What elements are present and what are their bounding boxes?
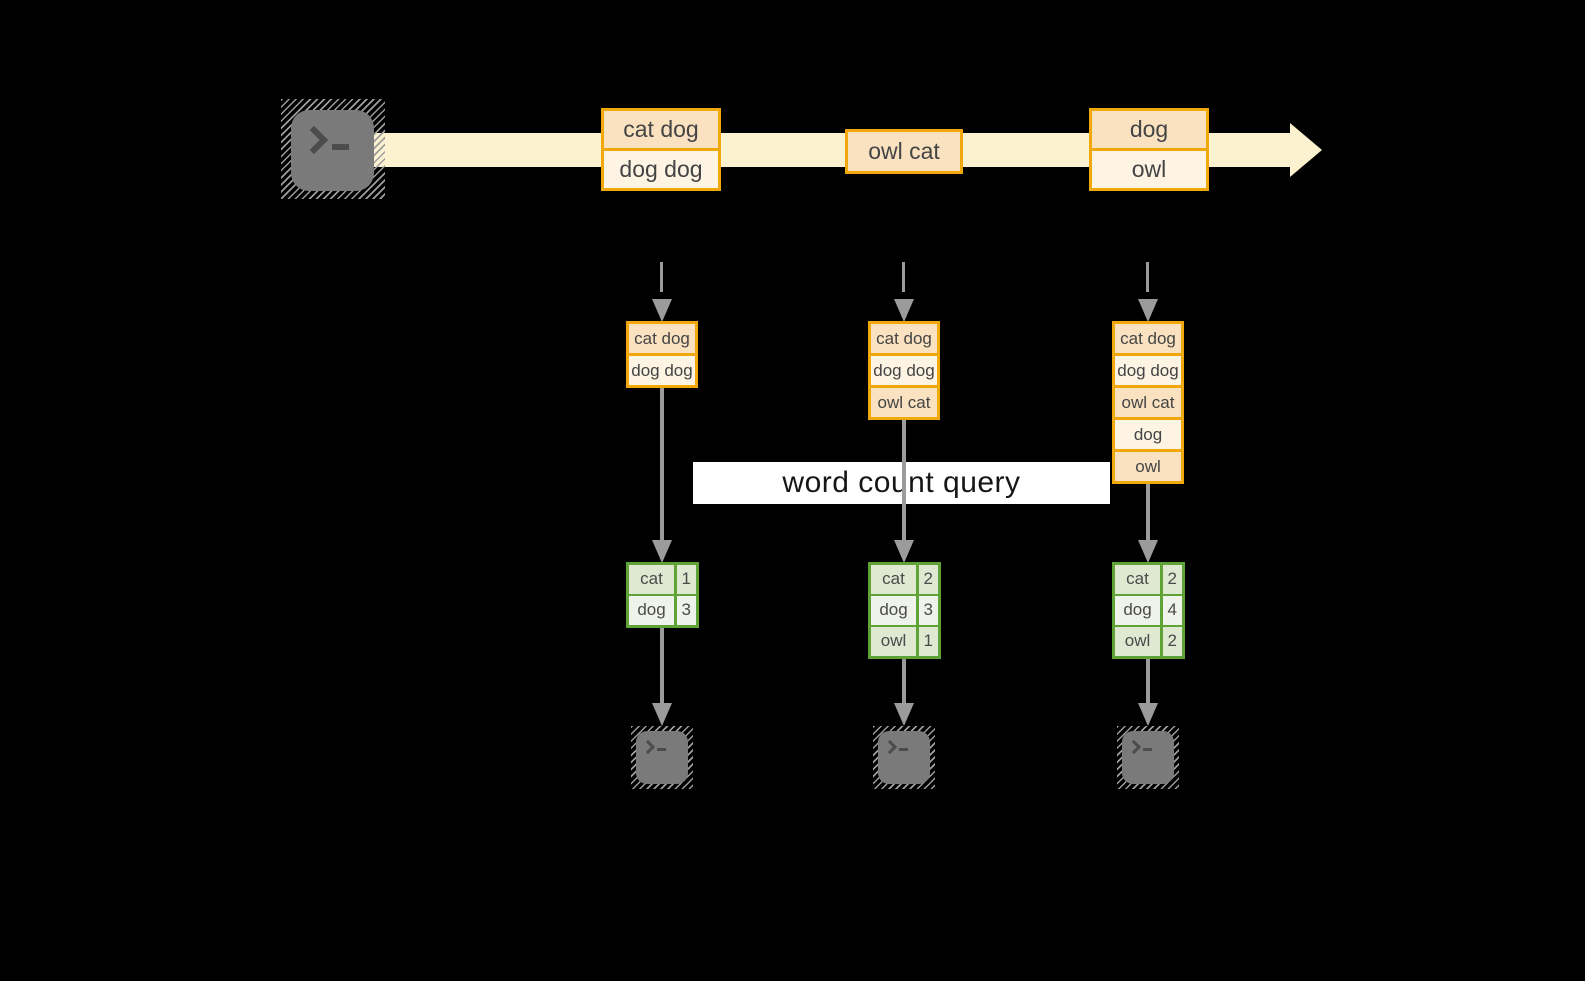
chevron-right-icon [299,125,329,155]
query-arrowhead-1 [652,540,672,563]
stream-arrowhead-icon [1290,123,1322,177]
accumulated-line: cat dog [626,321,698,356]
count-value-cell: 3 [918,596,938,625]
output-arrow-line-1 [660,627,664,706]
sink-terminal-icon-3 [1117,726,1179,789]
count-value-cell: 3 [676,596,696,625]
accumulated-line: dog dog [1112,353,1184,388]
query-label: word count query [782,466,1021,499]
word-cell: owl [1115,627,1160,656]
query-arrowhead-3 [1138,540,1158,563]
chevron-right-icon [640,739,656,755]
output-arrowhead-1 [652,703,672,726]
terminal-prompt-icon [299,122,349,155]
count-value-cell: 2 [1162,565,1182,594]
underscore-cursor-icon [1143,748,1152,751]
stream-event-line: dog dog [601,148,721,191]
terminal-screen [878,731,930,784]
word-cell: owl [871,627,916,656]
output-arrowhead-2 [894,703,914,726]
word-cell: cat [1115,565,1160,594]
chevron-right-icon [1126,739,1142,755]
accumulated-line: dog [1112,417,1184,452]
output-arrowhead-3 [1138,703,1158,726]
accumulated-line: cat dog [868,321,940,356]
stream-event-line: owl [1089,148,1209,191]
sink-terminal-icon-1 [631,726,693,789]
trigger-arrowhead-2 [894,299,914,322]
query-arrowhead-2 [894,540,914,563]
word-cell: cat [629,565,674,594]
accumulated-line: owl cat [868,385,940,420]
source-terminal-icon [281,99,385,199]
word-cell: dog [1115,596,1160,625]
sink-terminal-icon-2 [873,726,935,789]
count-value-cell: 2 [918,565,938,594]
count-value-cell: 4 [1162,596,1182,625]
terminal-prompt-icon [1126,737,1152,755]
trigger-arrow-dash-1 [660,262,663,292]
underscore-cursor-icon [332,144,349,150]
query-arrow-line-3 [1146,482,1150,542]
query-arrow-line-1 [660,386,664,542]
underscore-cursor-icon [899,748,908,751]
accumulated-line: owl [1112,449,1184,484]
terminal-prompt-icon [640,737,666,755]
output-arrow-line-3 [1146,657,1150,706]
word-cell: dog [629,596,674,625]
stream-event-2: owl cat [845,129,963,174]
accumulated-line: dog dog [868,353,940,388]
terminal-screen [291,110,374,191]
trigger-arrowhead-1 [652,299,672,322]
count-value-cell: 2 [1162,627,1182,656]
trigger-arrow-dash-2 [902,262,905,292]
stream-event-line: owl cat [845,129,963,174]
chevron-right-icon [882,739,898,755]
stream-event-line: cat dog [601,108,721,151]
accumulated-line: owl cat [1112,385,1184,420]
output-arrow-line-2 [902,657,906,706]
stream-event-line: dog [1089,108,1209,151]
word-cell: cat [871,565,916,594]
word-cell: dog [871,596,916,625]
trigger-arrow-dash-3 [1146,262,1149,292]
terminal-screen [636,731,688,784]
count-value-cell: 1 [918,627,938,656]
underscore-cursor-icon [657,748,666,751]
trigger-arrowhead-3 [1138,299,1158,322]
query-arrow-line-2 [902,418,906,542]
accumulated-line: dog dog [626,353,698,388]
terminal-prompt-icon [882,737,908,755]
terminal-screen [1122,731,1174,784]
accumulated-line: cat dog [1112,321,1184,356]
query-label-band: word count query [693,462,1110,504]
count-value-cell: 1 [676,565,696,594]
